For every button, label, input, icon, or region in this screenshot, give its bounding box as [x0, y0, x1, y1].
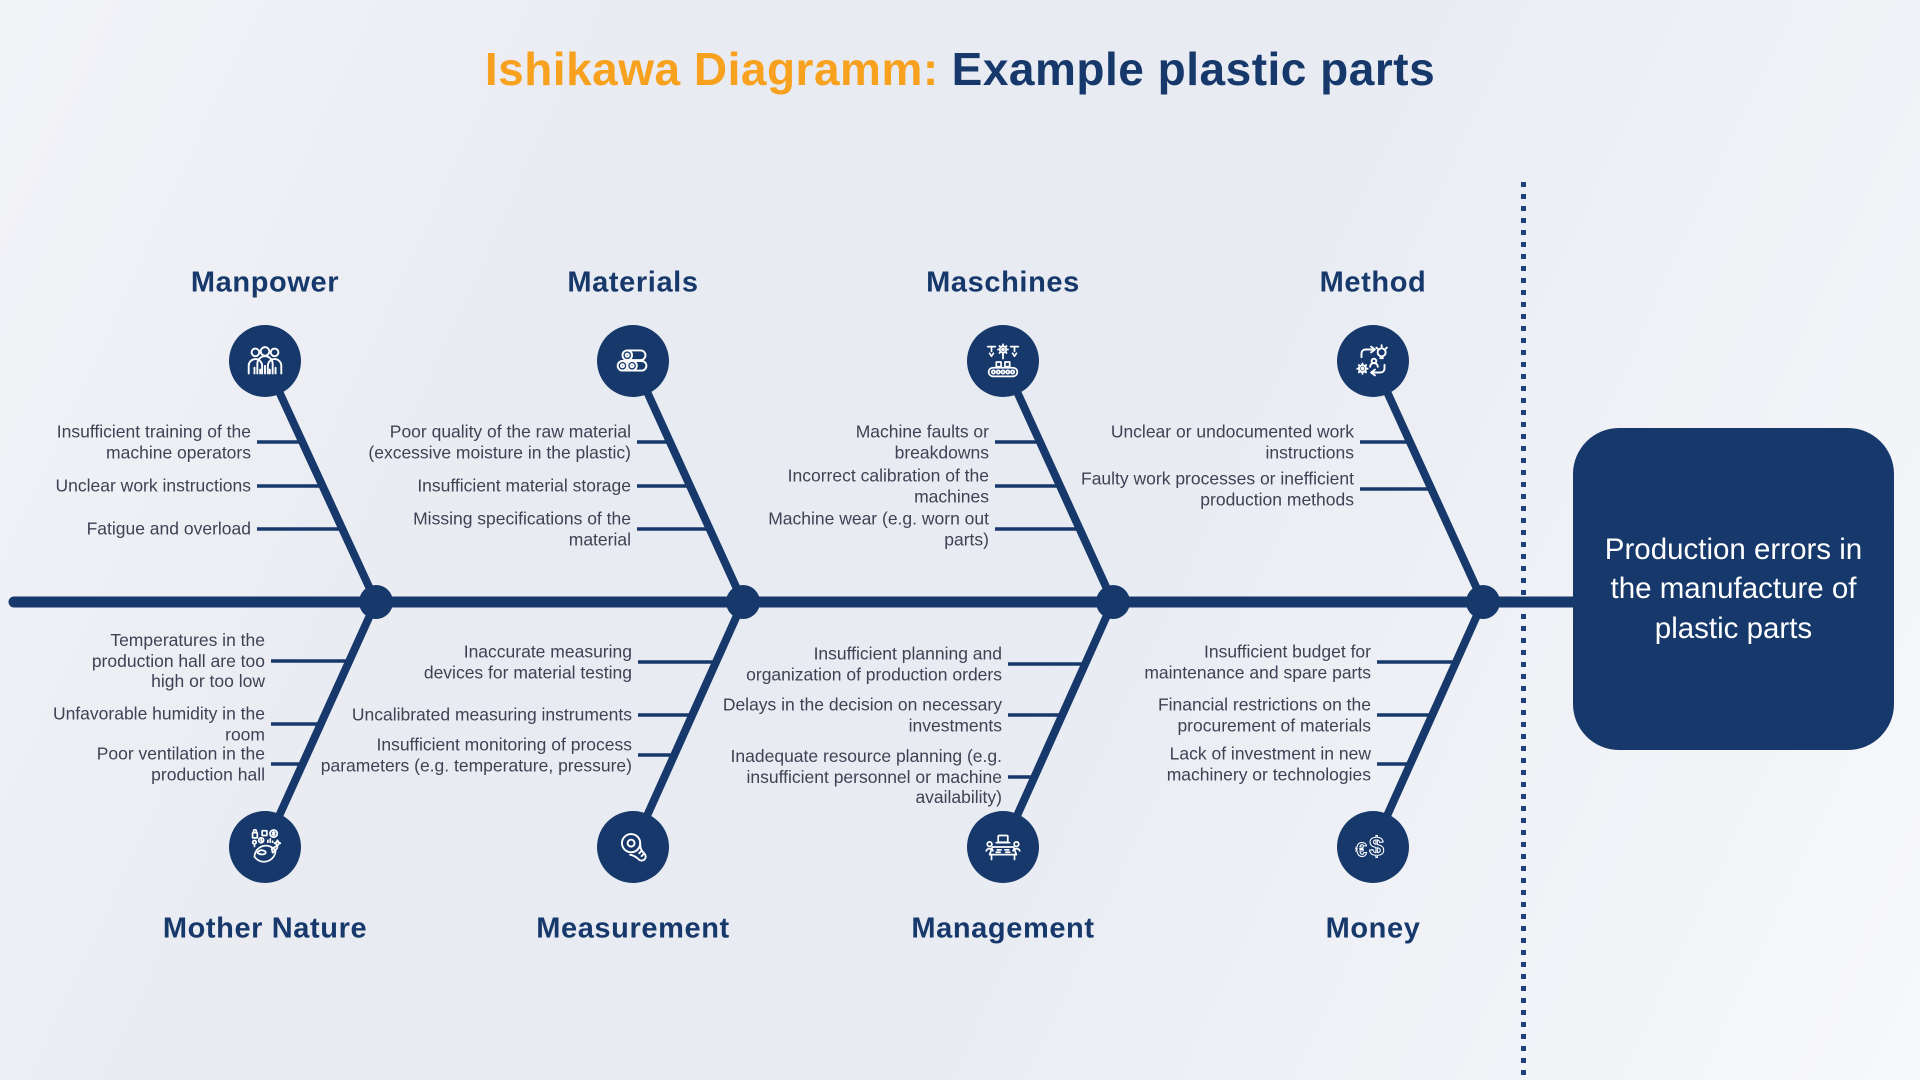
branch-money [1369, 598, 1487, 851]
cause-management-1: Insufficient planning and organization o… [746, 643, 1002, 684]
cause-money-2: Financial restrictions on the procuremen… [1157, 694, 1371, 735]
category-label-money: Money [1325, 912, 1421, 945]
effect-text: Production errors in the manufacture of … [1604, 533, 1863, 645]
method-icon-circle [1337, 325, 1409, 397]
cause-mother-nature-1: Temperatures in the production hall are … [91, 630, 265, 692]
cause-method-2: Faulty work processes or inefficient pro… [1081, 468, 1354, 509]
category-label-manpower: Manpower [190, 266, 340, 299]
maschines-icon-circle [967, 325, 1039, 397]
cause-mother-nature-2: Unfavorable humidity in the room [52, 703, 265, 744]
meeting-icon [985, 834, 1021, 861]
cause-measurement-2: Uncalibrated measuring instruments [351, 704, 632, 725]
materials-icon-circle [597, 325, 669, 397]
cause-money-3: Lack of investment in new machinery or t… [1166, 743, 1371, 784]
cause-management-3: Inadequate resource planning (e.g. insuf… [730, 746, 1002, 808]
cause-mother-nature-3: Poor ventilation in the production hall [96, 743, 265, 784]
process-icon [1356, 344, 1388, 377]
page-title-highlight: Ishikawa Diagramm: [484, 43, 939, 95]
branch-management [999, 598, 1117, 851]
svg-text:$: $ [1369, 832, 1384, 862]
category-label-materials: Materials [567, 266, 699, 299]
category-label-maschines: Maschines [926, 266, 1080, 299]
environment-icon [251, 828, 282, 863]
assembly-line-icon [986, 343, 1020, 378]
cause-measurement-1: Inaccurate measuring devices for materia… [423, 641, 632, 682]
material-rolls-icon [616, 349, 648, 372]
category-label-management: Management [911, 912, 1095, 945]
mother-nature-icon-circle [229, 811, 301, 883]
page-title-rest: Example plastic parts [951, 43, 1436, 95]
cause-management-2: Delays in the decision on necessary inve… [722, 694, 1002, 735]
branch-method [1369, 357, 1487, 606]
cause-tick-lines [257, 440, 1457, 779]
cause-materials-2: Insufficient material storage [417, 475, 631, 496]
branch-manpower [261, 357, 380, 606]
page-title: Ishikawa Diagramm:Example plastic parts [0, 42, 1920, 96]
cause-money-1: Insufficient budget for maintenance and … [1144, 641, 1371, 682]
cause-manpower-2: Unclear work instructions [55, 475, 251, 496]
junction-dots [359, 585, 1500, 619]
branch-maschines [999, 357, 1117, 606]
branch-materials [629, 357, 747, 606]
measurement-icon-circle [597, 811, 669, 883]
category-label-method: Method [1319, 266, 1427, 299]
branch-lines [261, 357, 1487, 851]
cause-maschines-1: Machine faults or breakdowns [855, 421, 989, 462]
manpower-icon-circle [229, 325, 301, 397]
team-icon [247, 346, 283, 375]
branch-measurement [629, 598, 747, 851]
cause-method-1: Unclear or undocumented work instruction… [1110, 421, 1354, 462]
cause-measurement-3: Insufficient monitoring of process param… [320, 734, 632, 775]
measuring-tape-icon [621, 833, 647, 862]
cause-manpower-1: Insufficient training of the machine ope… [56, 421, 251, 462]
cause-maschines-2: Incorrect calibration of the machines [787, 465, 989, 506]
cause-maschines-3: Machine wear (e.g. worn out parts) [768, 508, 989, 549]
money-icon-circle: € $ [1337, 811, 1409, 883]
cause-materials-3: Missing specifications of the material [413, 508, 631, 549]
category-label-measurement: Measurement [536, 912, 730, 945]
category-label-mother-nature: Mother Nature [162, 912, 368, 945]
cause-manpower-3: Fatigue and overload [86, 518, 251, 539]
svg-text:€: € [1356, 840, 1367, 862]
dotted-divider-line [1521, 182, 1526, 1080]
currency-icon: € $ [1355, 831, 1384, 862]
management-icon-circle [967, 811, 1039, 883]
effect-box: Production errors in the manufacture of … [1573, 428, 1894, 750]
cause-materials-1: Poor quality of the raw material (excess… [368, 421, 631, 462]
